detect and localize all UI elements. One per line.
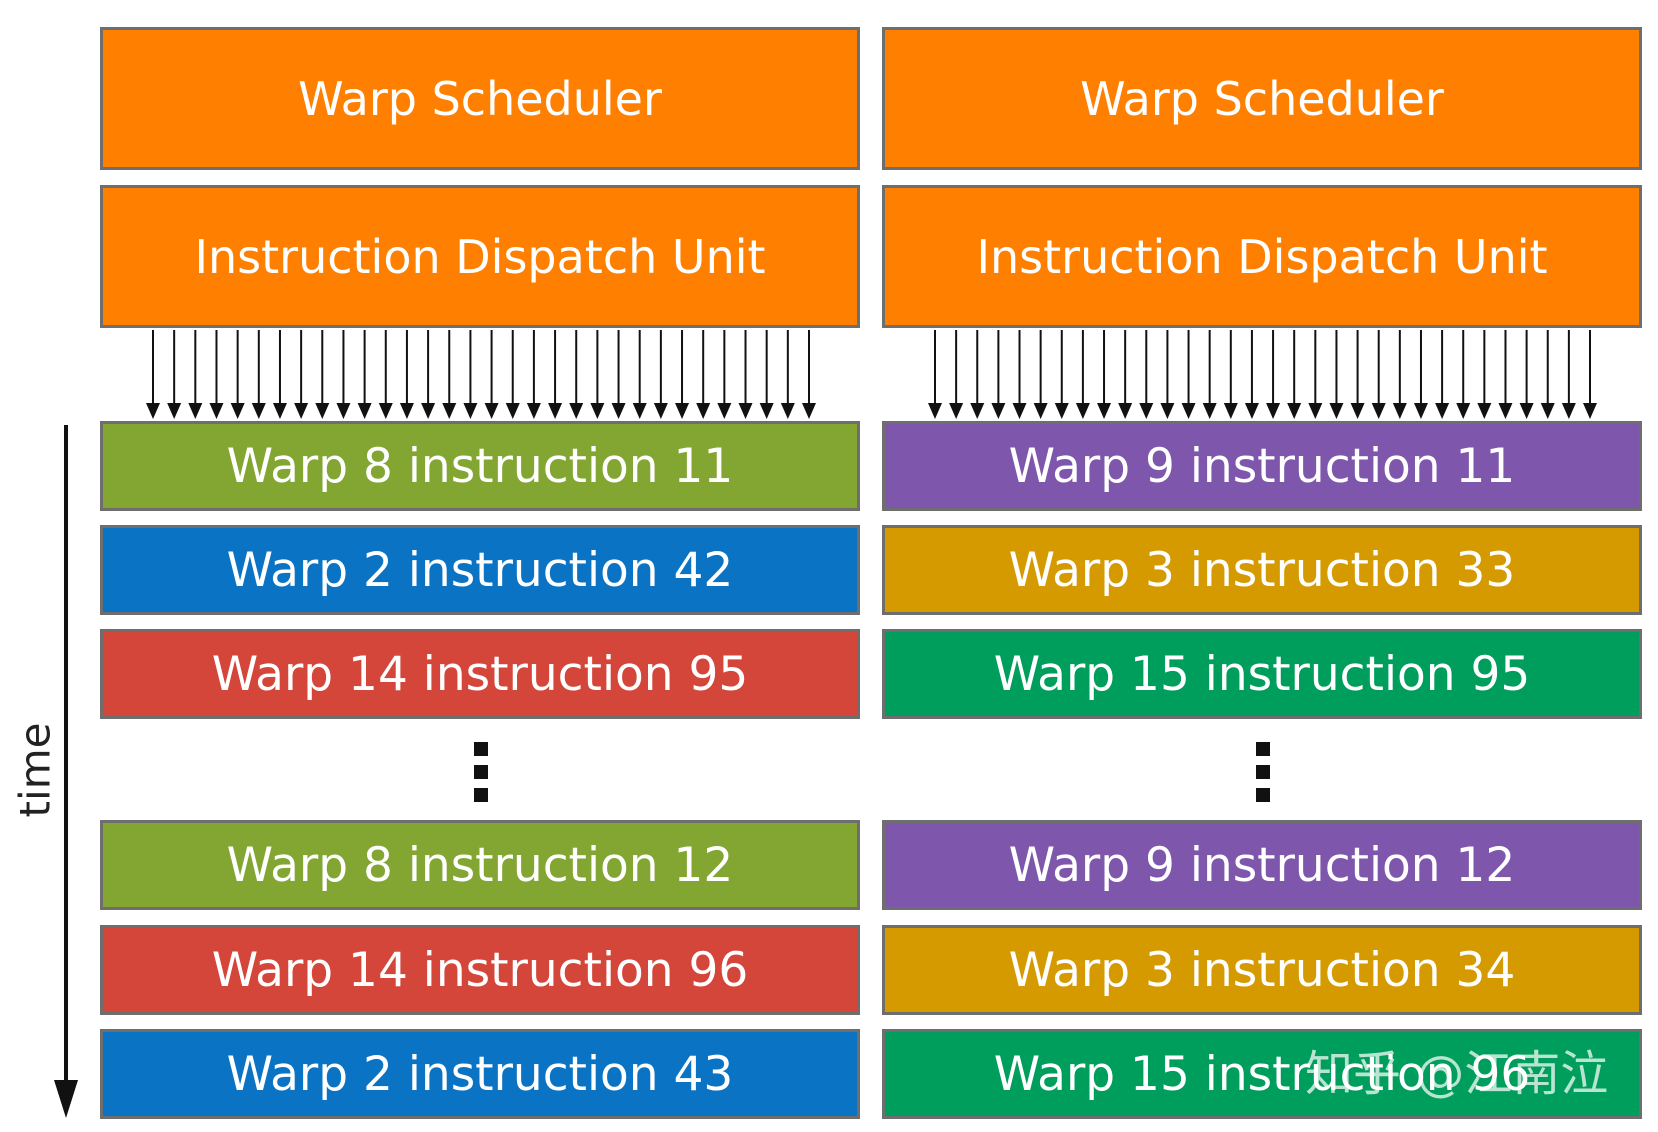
right-dispatch-arrow-head <box>1413 403 1428 419</box>
left-dispatch-arrow-head <box>611 403 626 419</box>
right-dispatch-arrow-head <box>928 403 942 419</box>
right-dispatch-arrow-head <box>1012 403 1027 419</box>
right-ellipsis-dot <box>1256 765 1270 779</box>
right-dispatch-arrow-head <box>1181 403 1196 419</box>
right-instruction-row-2: Warp 3 instruction 33 <box>882 525 1642 615</box>
left-ellipsis-dot <box>474 788 488 802</box>
right-dispatch-arrow-head <box>1266 403 1281 419</box>
left-dispatch-arrow-head <box>717 403 732 419</box>
right-ellipsis-dots <box>1256 742 1270 802</box>
left-dispatch-arrow-head <box>738 403 753 419</box>
left-dispatch-arrow-head <box>251 403 266 419</box>
left-dispatch-arrow-head <box>526 403 541 419</box>
right-dispatch-arrow-head <box>1160 403 1175 419</box>
watermark: 知乎 @江南泣 <box>1305 1046 1609 1102</box>
left-dispatch-arrow-head <box>399 403 414 419</box>
left-dispatch-arrow-head <box>357 403 372 419</box>
right-dispatch-arrow-head <box>1498 403 1513 419</box>
left-instruction-row-3: Warp 14 instruction 95 <box>100 629 860 719</box>
right-dispatch-arrow-head <box>1054 403 1069 419</box>
left-instruction-row-4: Warp 8 instruction 12 <box>100 820 860 910</box>
right-ellipsis-dot <box>1256 742 1270 756</box>
left-instruction-row-2: Warp 2 instruction 42 <box>100 525 860 615</box>
right-dispatch-arrow-head <box>1561 403 1576 419</box>
left-dispatch-arrow-head <box>209 403 224 419</box>
right-dispatch-arrow-head <box>1477 403 1492 419</box>
left-dispatch-arrow-head <box>378 403 393 419</box>
left-dispatch-arrow-head <box>590 403 605 419</box>
right-dispatch-arrow-head <box>1308 403 1323 419</box>
right-dispatch-arrow-head <box>1392 403 1407 419</box>
right-instruction-row-1: Warp 9 instruction 11 <box>882 421 1642 511</box>
left-dispatch-arrow-head <box>780 403 795 419</box>
left-dispatch-arrow-head <box>230 403 245 419</box>
left-dispatch-arrow-head <box>484 403 499 419</box>
left-dispatch-arrow-head <box>759 403 774 419</box>
left-dispatch-arrow-head <box>569 403 584 419</box>
left-instruction-row-6: Warp 2 instruction 43 <box>100 1029 860 1119</box>
left-instruction-dispatch-unit: Instruction Dispatch Unit <box>100 185 860 328</box>
left-dispatch-arrow-head <box>463 403 478 419</box>
right-warp-scheduler: Warp Scheduler <box>882 27 1642 170</box>
right-dispatch-arrow-head <box>1435 403 1450 419</box>
left-warp-scheduler: Warp Scheduler <box>100 27 860 170</box>
right-dispatch-arrow-head <box>1287 403 1302 419</box>
right-instruction-row-6: Warp 15 instruction 96 <box>882 1029 1642 1119</box>
right-dispatch-arrow-head <box>1583 403 1597 419</box>
right-dispatch-arrow-head <box>991 403 1006 419</box>
left-dispatch-arrow-head <box>442 403 457 419</box>
right-dispatch-arrow-head <box>1329 403 1344 419</box>
left-ellipsis-dots <box>474 742 488 802</box>
right-dispatch-arrow-head <box>1244 403 1259 419</box>
left-dispatch-arrow-head <box>802 403 816 419</box>
left-dispatch-arrow-head <box>653 403 668 419</box>
left-dispatch-arrow-head <box>505 403 520 419</box>
right-dispatch-arrow-head <box>1456 403 1471 419</box>
right-dispatch-arrow-head <box>970 403 985 419</box>
left-ellipsis-dot <box>474 742 488 756</box>
right-dispatch-arrow-head <box>1350 403 1365 419</box>
right-instruction-dispatch-unit: Instruction Dispatch Unit <box>882 185 1642 328</box>
right-dispatch-arrow-head <box>1519 403 1534 419</box>
left-dispatch-arrow-head <box>272 403 287 419</box>
left-dispatch-arrow-head <box>315 403 330 419</box>
left-dispatch-arrow-head <box>336 403 351 419</box>
left-dispatch-arrows <box>146 330 816 419</box>
right-dispatch-arrow-head <box>1118 403 1133 419</box>
right-dispatch-arrow-head <box>1540 403 1555 419</box>
left-instruction-row-1: Warp 8 instruction 11 <box>100 421 860 511</box>
left-dispatch-arrow-head <box>146 403 160 419</box>
right-dispatch-arrow-head <box>1139 403 1154 419</box>
left-instruction-row-5: Warp 14 instruction 96 <box>100 925 860 1015</box>
left-dispatch-arrow-head <box>696 403 711 419</box>
right-dispatch-arrow-head <box>1097 403 1112 419</box>
left-dispatch-arrow-head <box>632 403 647 419</box>
right-dispatch-arrows <box>928 330 1597 419</box>
right-dispatch-arrow-head <box>1223 403 1238 419</box>
left-dispatch-arrow-head <box>421 403 436 419</box>
left-ellipsis-dot <box>474 765 488 779</box>
right-dispatch-arrow-head <box>1202 403 1217 419</box>
left-dispatch-arrow-head <box>294 403 309 419</box>
right-dispatch-arrow-head <box>1033 403 1048 419</box>
left-dispatch-arrow-head <box>675 403 690 419</box>
left-dispatch-arrow-head <box>167 403 182 419</box>
right-dispatch-arrow-head <box>1371 403 1386 419</box>
time-axis-arrow <box>54 425 78 1118</box>
right-dispatch-arrow-head <box>1075 403 1090 419</box>
right-instruction-row-5: Warp 3 instruction 34 <box>882 925 1642 1015</box>
right-dispatch-arrow-head <box>949 403 964 419</box>
left-dispatch-arrow-head <box>548 403 563 419</box>
right-instruction-row-4: Warp 9 instruction 12 <box>882 820 1642 910</box>
left-dispatch-arrow-head <box>188 403 203 419</box>
time-axis-label: time <box>10 722 60 818</box>
right-ellipsis-dot <box>1256 788 1270 802</box>
right-instruction-row-3: Warp 15 instruction 95 <box>882 629 1642 719</box>
